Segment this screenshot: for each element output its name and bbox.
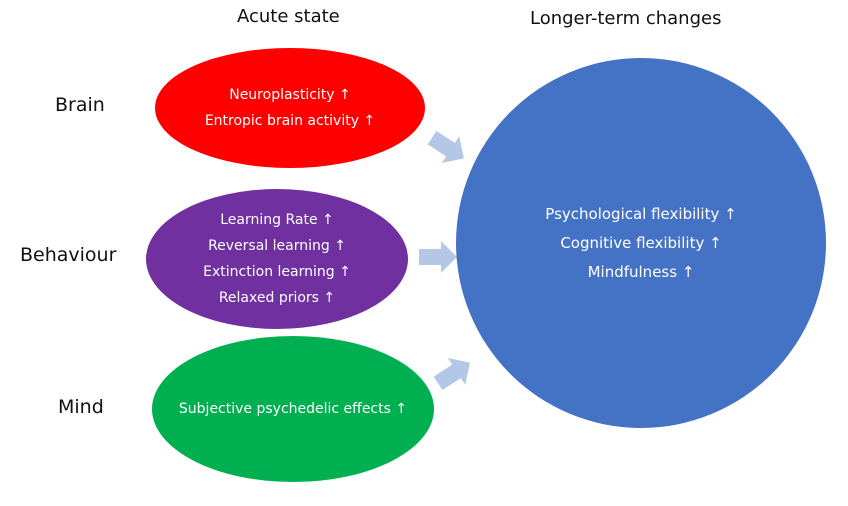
arrow-mind-to-outcome [433, 357, 470, 391]
arrow-brain-to-outcome [427, 130, 464, 164]
outcome-item-mindfulness: Mindfulness ↑ [587, 262, 695, 281]
row-label-mind: Mind [58, 396, 104, 418]
brain-item-neuroplasticity: Neuroplasticity ↑ [229, 87, 351, 103]
outcome-item-cognitive-flexibility: Cognitive flexibility ↑ [560, 233, 722, 252]
behaviour-item-learning-rate: Learning Rate ↑ [220, 212, 334, 228]
behaviour-item-reversal-learning: Reversal learning ↑ [208, 238, 346, 254]
longer-term-changes-header: Longer-term changes [530, 8, 722, 29]
behaviour-item-extinction-learning: Extinction learning ↑ [203, 264, 351, 280]
mind-ellipse: Subjective psychedelic effects ↑ [152, 336, 434, 482]
row-label-brain: Brain [55, 94, 105, 116]
acute-state-header: Acute state [237, 6, 340, 27]
mind-item-subjective-effects: Subjective psychedelic effects ↑ [178, 401, 408, 417]
brain-item-entropic-activity: Entropic brain activity ↑ [204, 113, 376, 129]
brain-ellipse: Neuroplasticity ↑ Entropic brain activit… [155, 48, 425, 168]
arrow-behaviour-to-outcome [419, 241, 457, 273]
behaviour-item-relaxed-priors: Relaxed priors ↑ [218, 290, 336, 306]
row-label-behaviour: Behaviour [20, 244, 117, 266]
outcome-item-psychological-flexibility: Psychological flexibility ↑ [545, 204, 737, 223]
longer-term-outcome-circle: Psychological flexibility ↑ Cognitive fl… [456, 58, 826, 428]
behaviour-ellipse: Learning Rate ↑ Reversal learning ↑ Exti… [146, 189, 408, 329]
